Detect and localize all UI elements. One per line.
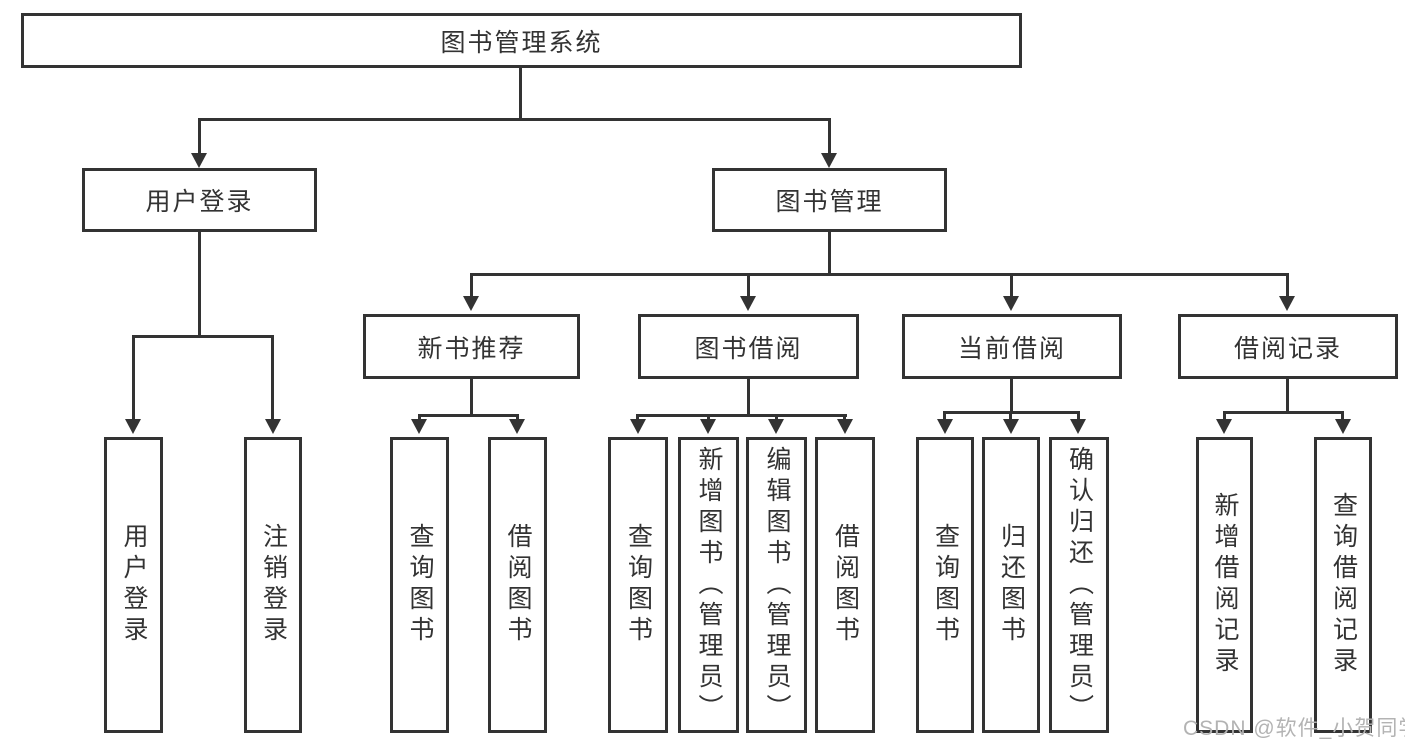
leaf-bb-add-books-admin: 新增图书（管理员） bbox=[678, 437, 739, 733]
connector-line bbox=[1286, 275, 1289, 298]
connector-line bbox=[1223, 413, 1226, 420]
connector-line bbox=[1341, 413, 1344, 420]
node-user-login: 用户登录 bbox=[82, 168, 317, 232]
connector-line bbox=[1010, 275, 1013, 298]
connector-line bbox=[943, 413, 946, 420]
connector-arrowhead bbox=[1216, 419, 1232, 434]
leaf-user-login: 用户登录 bbox=[104, 437, 163, 733]
leaf-br-add-borrow-record: 新增借阅记录 bbox=[1196, 437, 1253, 733]
connector-arrowhead bbox=[1070, 419, 1086, 434]
connector-arrowhead bbox=[937, 419, 953, 434]
connector-arrowhead bbox=[191, 153, 207, 168]
connector-line bbox=[1010, 379, 1013, 411]
connector-line bbox=[1223, 411, 1344, 414]
connector-arrowhead bbox=[411, 419, 427, 434]
connector-arrowhead bbox=[1335, 419, 1351, 434]
node-book-management: 图书管理 bbox=[712, 168, 947, 232]
connector-line bbox=[470, 379, 473, 414]
connector-line bbox=[519, 68, 522, 118]
connector-arrowhead bbox=[740, 296, 756, 311]
leaf-cb-return-books: 归还图书 bbox=[982, 437, 1040, 733]
connector-arrowhead bbox=[837, 419, 853, 434]
connector-line bbox=[132, 337, 135, 420]
leaf-bb-borrow-books: 借阅图书 bbox=[815, 437, 875, 733]
connector-arrowhead bbox=[821, 153, 837, 168]
connector-line bbox=[470, 273, 1289, 276]
connector-line bbox=[198, 232, 201, 335]
connector-arrowhead bbox=[509, 419, 525, 434]
node-borrowing-records: 借阅记录 bbox=[1178, 314, 1398, 379]
leaf-bb-edit-books-admin: 编辑图书（管理员） bbox=[746, 437, 807, 733]
node-book-borrowing: 图书借阅 bbox=[638, 314, 859, 379]
connector-line bbox=[747, 379, 750, 414]
connector-arrowhead bbox=[125, 419, 141, 434]
connector-arrowhead bbox=[1279, 296, 1295, 311]
connector-line bbox=[943, 411, 1080, 414]
connector-line bbox=[470, 275, 473, 298]
node-root: 图书管理系统 bbox=[21, 13, 1022, 68]
leaf-nbr-borrow-books: 借阅图书 bbox=[488, 437, 547, 733]
leaf-cb-confirm-return-admin: 确认归还（管理员） bbox=[1049, 437, 1109, 733]
connector-arrowhead bbox=[463, 296, 479, 311]
connector-arrowhead bbox=[1003, 419, 1019, 434]
connector-arrowhead bbox=[630, 419, 646, 434]
connector-line bbox=[747, 275, 750, 298]
connector-line bbox=[1077, 413, 1080, 420]
watermark: CSDN @软件_小贺同学 bbox=[1183, 717, 1405, 740]
connector-line bbox=[418, 414, 519, 417]
connector-line bbox=[271, 337, 274, 420]
connector-arrowhead bbox=[768, 419, 784, 434]
leaf-bb-query-books: 查询图书 bbox=[608, 437, 668, 733]
leaf-br-query-borrow-record: 查询借阅记录 bbox=[1314, 437, 1372, 733]
leaf-logout: 注销登录 bbox=[244, 437, 302, 733]
connector-line bbox=[636, 416, 639, 421]
connector-line bbox=[1286, 379, 1289, 411]
connector-line bbox=[198, 120, 201, 155]
connector-line bbox=[132, 335, 274, 338]
leaf-nbr-query-books: 查询图书 bbox=[390, 437, 449, 733]
leaf-cb-query-books: 查询图书 bbox=[916, 437, 974, 733]
connector-line bbox=[828, 232, 831, 273]
node-new-book-recommendation: 新书推荐 bbox=[363, 314, 580, 379]
connector-arrowhead bbox=[1003, 296, 1019, 311]
connector-arrowhead bbox=[265, 419, 281, 434]
connector-line bbox=[516, 416, 519, 421]
connector-line bbox=[1009, 413, 1012, 420]
connector-line bbox=[198, 118, 831, 121]
connector-line bbox=[843, 416, 846, 421]
connector-line bbox=[636, 414, 847, 417]
connector-arrowhead bbox=[700, 419, 716, 434]
connector-line bbox=[707, 416, 710, 421]
connector-line bbox=[775, 416, 778, 421]
connector-line bbox=[828, 120, 831, 155]
node-current-borrowing: 当前借阅 bbox=[902, 314, 1122, 379]
connector-line bbox=[418, 416, 421, 421]
